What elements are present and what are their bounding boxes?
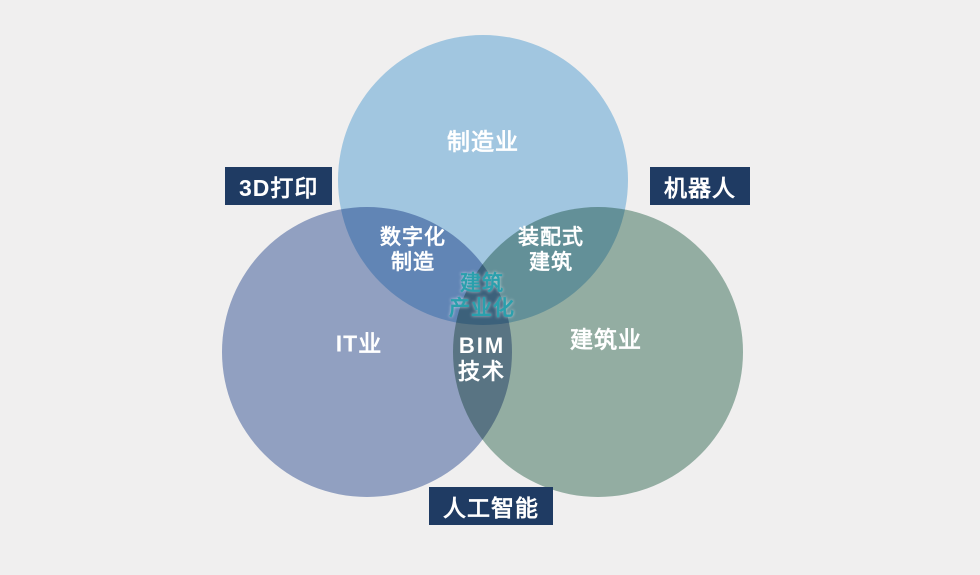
circle-construction <box>453 207 743 497</box>
label-construction-industrialization-line1: 建筑 <box>460 272 504 296</box>
label-digital-manufacturing: 数字化 制造 <box>380 226 446 276</box>
label-bim-technology-line2: 技术 <box>457 359 507 384</box>
label-construction: 建筑业 <box>570 326 642 353</box>
label-it: IT业 <box>335 330 383 357</box>
callout-artificial-intelligence: 人工智能 <box>429 487 553 525</box>
callout-robot: 机器人 <box>650 167 750 205</box>
label-digital-manufacturing-line2: 制造 <box>391 251 435 274</box>
label-prefabricated-construction: 装配式 建筑 <box>518 226 584 276</box>
label-construction-industrialization-line2: 产业化 <box>449 297 515 320</box>
label-bim-technology-line1: BIM <box>458 333 506 359</box>
label-construction-industrialization: 建筑 产业化 <box>449 272 515 322</box>
label-prefabricated-construction-line1: 装配式 <box>518 226 584 250</box>
label-digital-manufacturing-line1: 数字化 <box>380 226 446 250</box>
label-manufacturing: 制造业 <box>447 128 519 155</box>
label-prefabricated-construction-line2: 建筑 <box>529 251 573 274</box>
label-bim-technology: BIM 技术 <box>458 333 506 385</box>
callout-3d-printing: 3D打印 <box>225 167 333 205</box>
